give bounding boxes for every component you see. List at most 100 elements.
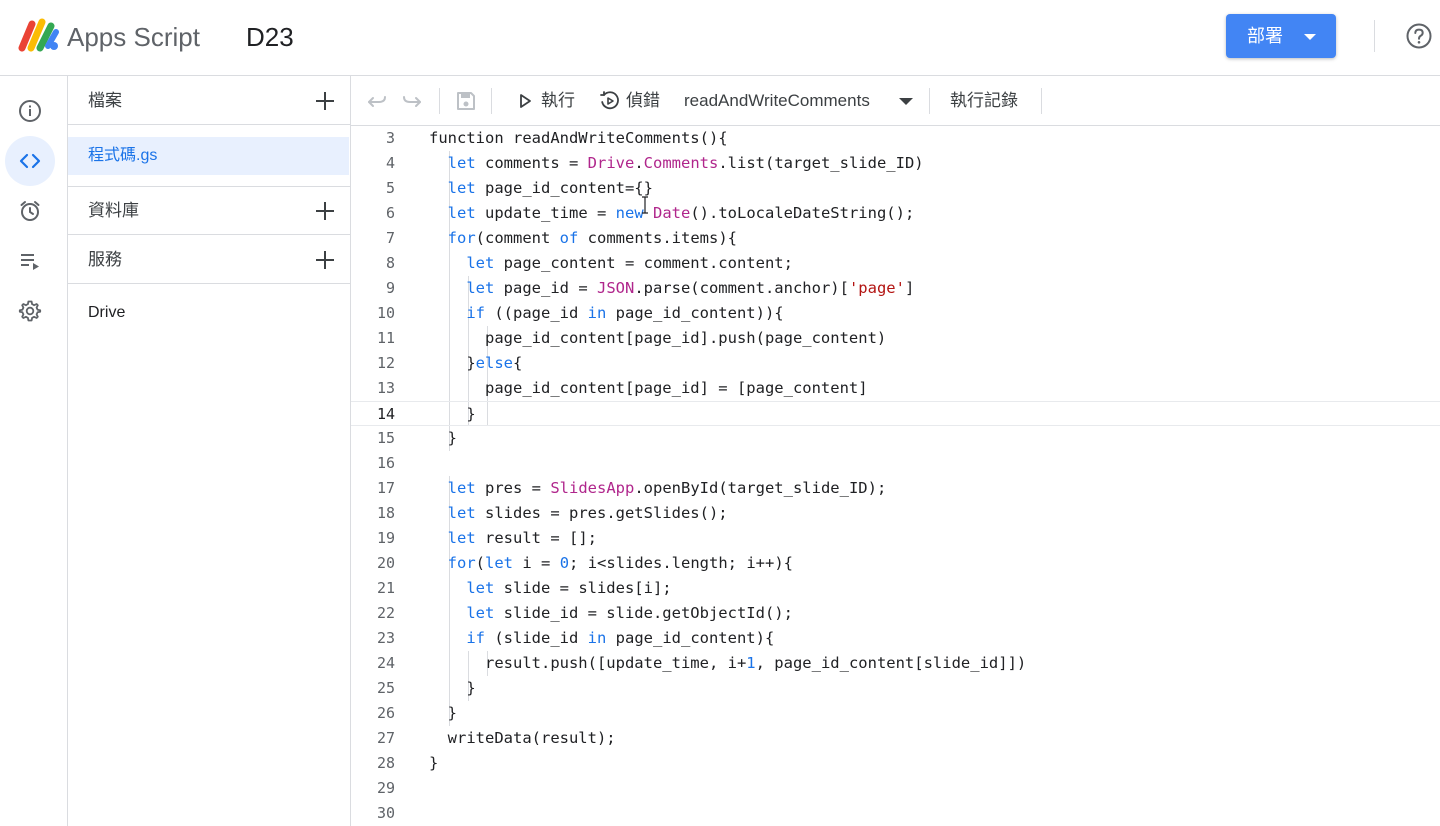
code-token: ; i<slides.length; i++){ [569, 554, 793, 572]
code-token: } [429, 679, 476, 697]
gear-icon [18, 300, 42, 322]
save-icon[interactable] [454, 89, 478, 113]
code-line[interactable]: 6 let update_time = new Date().toLocaleD… [351, 201, 1440, 226]
code-line[interactable]: 19 let result = []; [351, 526, 1440, 551]
code-line[interactable]: 17 let pres = SlidesApp.openById(target_… [351, 476, 1440, 501]
line-number: 22 [376, 604, 395, 622]
code-text: let slide_id = slide.getObjectId(); [429, 603, 793, 623]
debug-history-icon[interactable] [599, 90, 621, 112]
line-number: 11 [376, 329, 395, 347]
services-title: 服務 [88, 250, 122, 269]
triggers-button[interactable] [5, 186, 55, 236]
indent-guide [487, 651, 488, 676]
code-token [429, 204, 448, 222]
overview-button[interactable] [5, 86, 55, 136]
code-line[interactable]: 7 for(comment of comments.items){ [351, 226, 1440, 251]
code-token: } [429, 704, 457, 722]
code-token: result = []; [475, 529, 597, 547]
code-line[interactable]: 21 let slide = slides[i]; [351, 576, 1440, 601]
code-token: { [513, 354, 523, 372]
code-line[interactable]: 30 [351, 801, 1440, 826]
code-token: slide_id = slide.getObjectId(); [494, 604, 793, 622]
code-line[interactable]: 25 } [351, 676, 1440, 701]
code-text: } [429, 428, 457, 448]
help-icon[interactable] [1405, 22, 1433, 50]
code-token: .parse(comment.anchor)[ [634, 279, 849, 297]
code-line[interactable]: 23 if (slide_id in page_id_content){ [351, 626, 1440, 651]
code-line[interactable]: 13 page_id_content[page_id] = [page_cont… [351, 376, 1440, 401]
line-number: 14 [376, 405, 395, 423]
code-token: Drive [587, 154, 635, 172]
code-text: } [429, 404, 475, 424]
code-line[interactable]: 24 result.push([update_time, i+1, page_i… [351, 651, 1440, 676]
code-line[interactable]: 26 } [351, 701, 1440, 726]
code-token: page_id_content[page_id].push(page_conte… [429, 329, 887, 347]
code-line[interactable]: 4 let comments = Drive.Comments.list(tar… [351, 151, 1440, 176]
project-title[interactable]: D23 [246, 22, 294, 52]
code-line[interactable]: 12 }else{ [351, 351, 1440, 376]
editor-button[interactable] [5, 136, 55, 186]
add-service-plus-icon[interactable] [313, 248, 337, 272]
code-line[interactable]: 14 } [351, 401, 1440, 426]
code-line[interactable]: 11 page_id_content[page_id].push(page_co… [351, 326, 1440, 351]
left-nav-rail [0, 76, 68, 826]
code-token: comments.items){ [578, 229, 737, 247]
add-file-plus-icon[interactable] [313, 89, 337, 113]
add-library-plus-icon[interactable] [313, 199, 337, 223]
function-selector[interactable]: readAndWriteComments [684, 91, 870, 110]
code-line[interactable]: 18 let slides = pres.getSlides(); [351, 501, 1440, 526]
execution-log-button[interactable]: 執行記錄 [950, 91, 1018, 110]
code-line[interactable]: 5 let page_id_content={} [351, 176, 1440, 201]
deploy-button[interactable]: 部署 [1226, 14, 1336, 58]
code-line[interactable]: 16 [351, 451, 1440, 476]
code-line[interactable]: 22 let slide_id = slide.getObjectId(); [351, 601, 1440, 626]
code-text: if (slide_id in page_id_content){ [429, 628, 774, 648]
top-app-bar: Apps Script D23 部署 [0, 0, 1440, 76]
file-item-code-gs[interactable]: 程式碼.gs [68, 137, 349, 175]
code-token: page_id_content)){ [606, 304, 784, 322]
code-line[interactable]: 8 let page_content = comment.content; [351, 251, 1440, 276]
code-line[interactable]: 15 } [351, 426, 1440, 451]
code-token: writeData(result); [429, 729, 616, 747]
line-number: 27 [376, 729, 395, 747]
code-token: page_id = [494, 279, 597, 297]
apps-script-logo-icon[interactable] [18, 18, 60, 52]
code-line[interactable]: 29 [351, 776, 1440, 801]
code-token: .list(target_slide_ID) [718, 154, 924, 172]
line-number: 26 [376, 704, 395, 722]
code-text: page_id_content[page_id].push(page_conte… [429, 328, 886, 348]
app-name[interactable]: Apps Script [67, 22, 200, 52]
redo-icon[interactable] [400, 89, 424, 113]
code-line[interactable]: 20 for(let i = 0; i<slides.length; i++){ [351, 551, 1440, 576]
code-token [429, 554, 448, 572]
undo-icon[interactable] [365, 89, 389, 113]
code-token: SlidesApp [550, 479, 635, 497]
code-token [429, 304, 466, 322]
settings-button[interactable] [5, 286, 55, 336]
line-number: 3 [385, 129, 395, 147]
caret-down-icon[interactable] [899, 98, 913, 105]
play-icon[interactable] [515, 91, 535, 111]
code-line[interactable]: 28} [351, 751, 1440, 776]
code-line[interactable]: 27 writeData(result); [351, 726, 1440, 751]
code-token [429, 479, 448, 497]
code-token [429, 579, 466, 597]
line-number: 18 [376, 504, 395, 522]
code-line[interactable]: 9 let page_id = JSON.parse(comment.ancho… [351, 276, 1440, 301]
code-line[interactable]: 10 if ((page_id in page_id_content)){ [351, 301, 1440, 326]
service-item-drive[interactable]: Drive [88, 304, 126, 321]
line-number: 5 [385, 179, 395, 197]
executions-button[interactable] [5, 236, 55, 286]
debug-button[interactable]: 偵錯 [626, 91, 660, 110]
code-token: comments = [475, 154, 588, 172]
indent-guide [468, 651, 469, 701]
code-token: let [447, 179, 476, 197]
run-button[interactable]: 執行 [541, 91, 575, 110]
code-token: in [587, 304, 607, 322]
code-token: let [485, 554, 514, 572]
code-icon [19, 153, 41, 169]
line-number: 4 [385, 154, 395, 172]
code-token: 1 [746, 654, 756, 672]
